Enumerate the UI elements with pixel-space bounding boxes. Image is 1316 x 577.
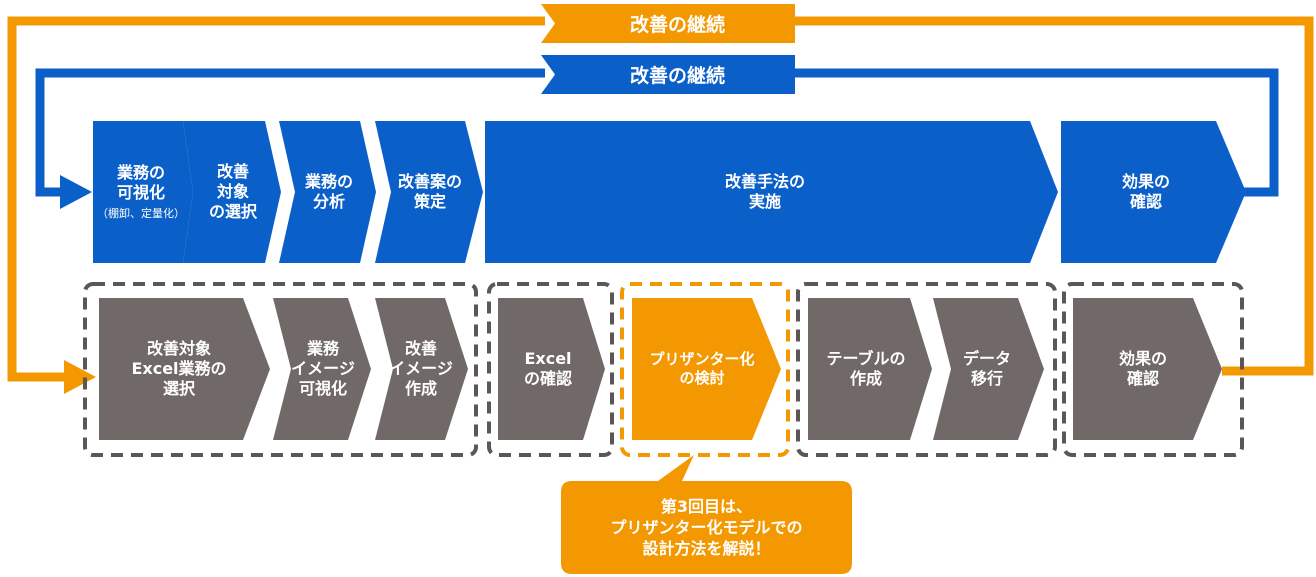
group-box-2	[487, 282, 614, 457]
step-shape-6	[1061, 121, 1246, 263]
substep-label-1: 改善対象 Excel業務の 選択	[131, 339, 227, 398]
substep-shape-3	[375, 298, 468, 440]
substep-chevrons	[99, 298, 1222, 440]
orange-loop-arrowhead	[64, 360, 96, 394]
step-label-6: 効果の 確認	[1121, 172, 1170, 211]
orange-loop-line	[7, 16, 1314, 382]
step-shape-4	[375, 121, 483, 263]
substep-shape-1	[99, 298, 270, 440]
callout-text: 第3回目は、 プリザンター化モデルでの 設計方法を解説！	[610, 497, 803, 558]
main-process-chevrons	[93, 121, 1246, 263]
orange-loop-label-box	[541, 4, 795, 43]
step-label-3: 業務の 分析	[304, 172, 353, 211]
substep-shape-8	[1073, 298, 1222, 440]
substep-label-5: プリザンター化 の検討	[649, 350, 755, 387]
callout-bubble	[561, 455, 852, 574]
substep-label-8: 効果の 確認	[1118, 349, 1167, 388]
step-shape-5	[485, 121, 1058, 263]
group-box-4	[1062, 282, 1244, 457]
substep-shape-4	[498, 298, 605, 440]
substep-shape-2	[273, 298, 371, 440]
step-shape-3	[279, 121, 376, 263]
group-box-highlight	[620, 282, 790, 457]
step-label-1: 業務の 可視化 （棚卸、定量化）	[97, 163, 185, 221]
substep-label-4: Excel の確認	[523, 349, 572, 388]
group-box-3	[796, 282, 1057, 457]
step-shape-2	[183, 121, 281, 263]
substep-shape-7	[933, 298, 1044, 440]
substep-shape-6	[808, 298, 932, 440]
blue-loop-line	[35, 68, 1279, 197]
step-label-5: 改善手法の 実施	[724, 172, 805, 211]
substep-label-6: テーブルの 作成	[826, 349, 906, 388]
step-label-4: 改善案の 策定	[397, 172, 462, 211]
substep-label-3: 改善 イメージ 作成	[389, 339, 453, 398]
substep-groups	[83, 282, 1244, 457]
orange-loop-label: 改善の継続	[629, 14, 725, 36]
step-label-2: 改善 対象 の選択	[208, 162, 257, 221]
substep-label-7: データ 移行	[962, 349, 1011, 388]
blue-loop-label-box	[541, 55, 795, 94]
group-box-1	[83, 282, 478, 457]
step-shape-1	[93, 121, 193, 263]
substep-label-2: 業務 イメージ 可視化	[291, 339, 355, 398]
blue-loop-label: 改善の継続	[629, 65, 725, 87]
blue-loop-arrowhead	[60, 175, 92, 209]
substep-shape-5	[632, 298, 781, 440]
step-note: （棚卸、定量化）	[97, 207, 185, 221]
